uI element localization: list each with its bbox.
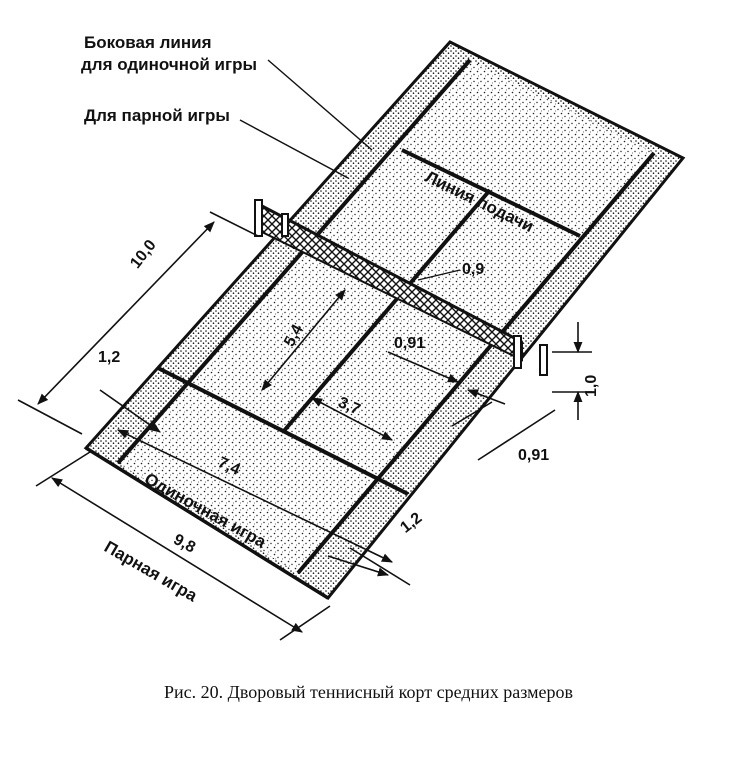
figure-caption: Рис. 20. Дворовый теннисный корт средних… xyxy=(164,682,573,702)
dim-net-post-offset: 0,91 xyxy=(394,335,426,352)
dimension-lines xyxy=(17,211,592,641)
net-top-band xyxy=(261,204,523,344)
dim-alley-left: 1,2 xyxy=(98,349,121,366)
label-doubles-sideline: Для парной игры xyxy=(84,106,230,125)
net-post-far-right xyxy=(539,344,548,376)
label-singles-sideline-1: Боковая линия xyxy=(84,33,212,52)
net-post-far-left xyxy=(281,213,289,237)
leader-lines xyxy=(239,59,461,281)
dim-net-height: 1,0 xyxy=(583,374,600,397)
label-singles-sideline-2: для одиночной игры xyxy=(81,55,257,74)
dim-post-offset-outer: 0,91 xyxy=(518,447,550,464)
tennis-court-diagram xyxy=(17,40,686,641)
net xyxy=(254,199,548,376)
net-post-left xyxy=(254,199,263,237)
net-post-right xyxy=(513,335,522,369)
dim-net-center-height: 0,9 xyxy=(462,261,485,278)
